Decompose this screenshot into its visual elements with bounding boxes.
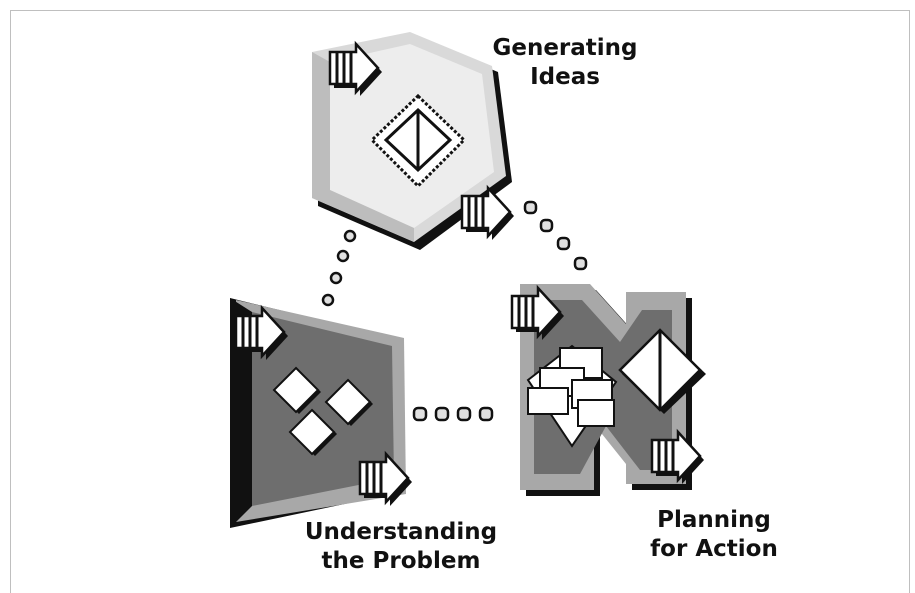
label-planning-action: Planning for Action	[624, 506, 804, 564]
document-stack-icon	[526, 344, 618, 448]
label-understanding-problem-line1: Understanding	[304, 519, 498, 545]
connector-dots	[321, 200, 588, 422]
label-understanding-problem-line2: the Problem	[321, 548, 481, 574]
label-generating-ideas: Generating Ideas	[470, 34, 660, 92]
label-understanding-problem: Understanding the Problem	[286, 518, 516, 576]
label-generating-ideas-line2: Ideas	[530, 64, 600, 90]
label-planning-action-line2: for Action	[650, 536, 778, 562]
diamond-icon	[369, 93, 467, 189]
label-generating-ideas-line1: Generating	[492, 35, 638, 61]
arrow-right-icon	[460, 186, 516, 242]
label-planning-action-line1: Planning	[657, 507, 771, 533]
diamond-icon	[618, 328, 706, 414]
